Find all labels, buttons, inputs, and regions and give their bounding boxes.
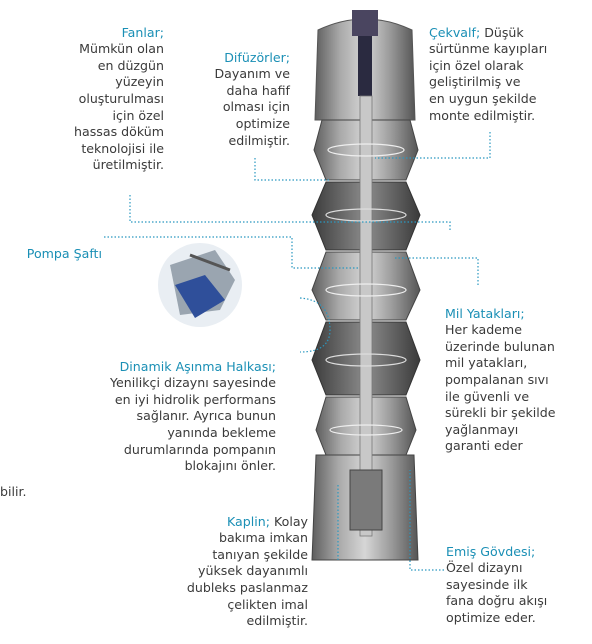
label-cekvalf-title: Çekvalf; xyxy=(429,24,481,40)
label-mil-yataklari-title: Mil Yatakları; xyxy=(445,305,525,321)
label-difuzorler-body: Dayanım ve daha hafif olması için optimi… xyxy=(214,66,290,148)
pump-body xyxy=(311,10,421,561)
label-difuzorler: Difüzörler; Dayanım ve daha hafif olması… xyxy=(180,33,290,166)
label-dinamik-title: Dinamik Aşınma Halkası; xyxy=(119,358,276,374)
label-fanlar-body: Mümkün olan en düzgün yüzeyin oluşturulm… xyxy=(74,41,164,173)
label-pompa-safti-title: Pompa Şaftı xyxy=(26,245,102,261)
text-fragment: bilir. xyxy=(0,484,27,499)
label-emis-body: Özel dizaynı sayesinde ilk fana doğru ak… xyxy=(446,560,548,625)
label-pompa-safti: Pompa Şaftı xyxy=(0,229,102,262)
label-difuzorler-title: Difüzörler; xyxy=(224,49,290,65)
label-mil-yataklari-body: Her kademe üzerinde bulunan mil yataklar… xyxy=(445,322,556,454)
label-emis-title: Emiş Gövdesi; xyxy=(446,543,536,559)
wear-ring-detail-inset xyxy=(158,243,242,327)
label-dinamik-body: Yenilikçi dizaynı sayesinde en iyi hidro… xyxy=(110,375,276,474)
label-emis-govdesi: Emiş Gövdesi; Özel dizaynı sayesinde ilk… xyxy=(446,527,590,643)
label-kaplin-title: Kaplin; xyxy=(227,513,270,529)
label-cekvalf-body: Düşük sürtünme kayıpları için özel olara… xyxy=(429,24,548,123)
label-mil-yataklari: Mil Yatakları; Her kademe üzerinde bulun… xyxy=(445,289,590,472)
label-fanlar: Fanlar; Mümkün olan en düzgün yüzeyin ol… xyxy=(10,8,164,191)
label-fanlar-title: Fanlar; xyxy=(121,24,164,40)
label-dinamik-asinma-halkasi: Dinamik Aşınma Halkası; Yenilikçi dizayn… xyxy=(40,342,276,491)
label-cekvalf: Çekvalf; Düşük sürtünme kayıpları için ö… xyxy=(429,8,589,124)
label-kaplin: Kaplin; Kolay bakıma imkan tanıyan şekil… xyxy=(180,497,308,630)
label-kaplin-body: Kolay bakıma imkan tanıyan şekilde yükse… xyxy=(186,513,308,629)
